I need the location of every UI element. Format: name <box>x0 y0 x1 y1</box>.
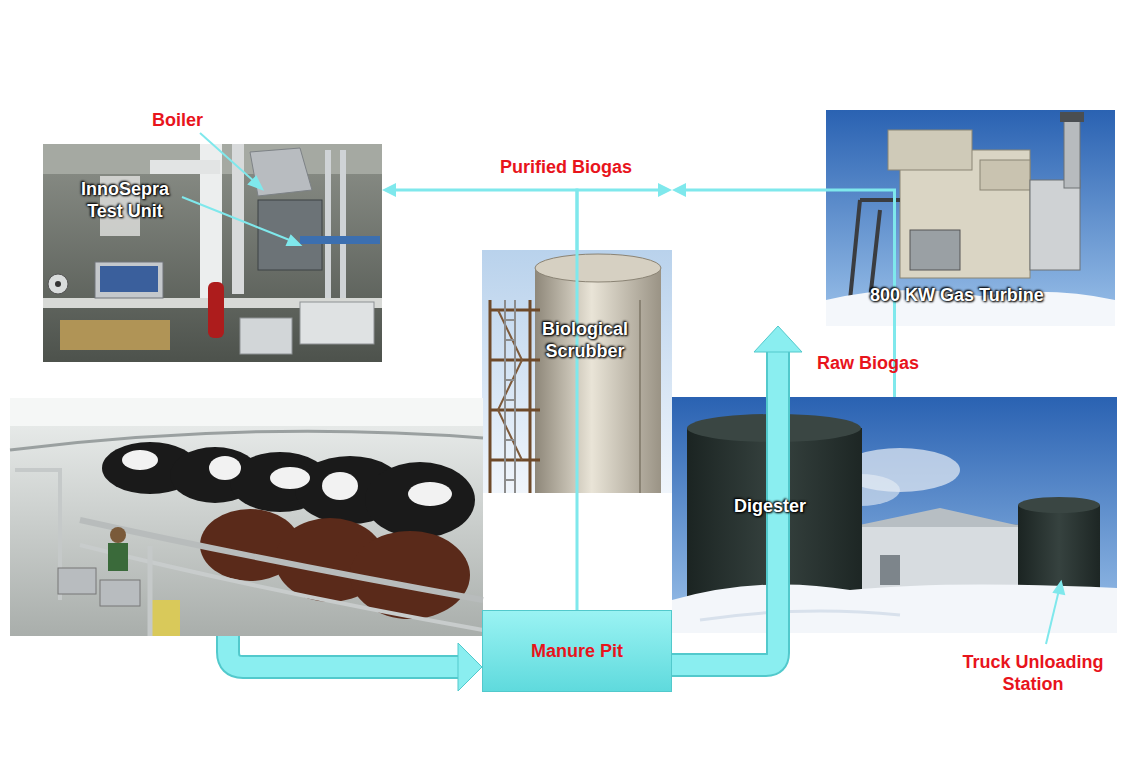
leader-line-part <box>1046 590 1059 644</box>
leader-line-part <box>182 197 292 241</box>
milking-parlor-photo-part-part <box>350 531 470 619</box>
turbine-photo-part <box>888 130 972 170</box>
scrubber-photo-part <box>535 254 661 282</box>
milking-parlor-photo-part <box>58 568 96 594</box>
flow-connector-part <box>754 326 802 352</box>
edge-label: Purified Biogas <box>500 156 632 178</box>
scrubber-photo-part <box>490 300 530 493</box>
milking-parlor-photo-part <box>110 527 126 543</box>
flow-arrow-part <box>228 636 462 667</box>
lab-photo-part <box>300 236 380 244</box>
lab-photo-part <box>55 281 61 287</box>
milking-parlor-photo <box>10 398 483 636</box>
leader-line-part <box>200 133 256 183</box>
photo-label: Biological Scrubber <box>510 318 660 362</box>
digester-photo-part <box>700 611 900 620</box>
leader-line-part <box>287 236 300 245</box>
lab-photo-part <box>300 302 374 344</box>
flow-connector <box>672 326 802 665</box>
leader-line-part <box>1054 582 1064 594</box>
flow-arrow-part <box>228 636 462 667</box>
lab-photo-part <box>60 320 170 350</box>
milking-parlor-photo-part <box>100 580 140 606</box>
leader-line-part <box>249 177 262 189</box>
flow-connector-part <box>672 183 686 197</box>
digester-photo-part <box>672 397 1117 633</box>
milking-parlor-photo-part <box>122 450 452 506</box>
milking-parlor-photo-part-part <box>322 472 358 500</box>
milking-parlor-photo-part-part <box>408 482 452 506</box>
milking-parlor-photo-part <box>10 431 483 450</box>
turbine-photo-part <box>1030 180 1080 270</box>
scrubber-photo-part <box>535 268 661 493</box>
lab-photo-part <box>240 318 292 354</box>
milking-parlor-photo-part <box>108 543 128 571</box>
lab-photo-part <box>250 148 312 196</box>
turbine-photo-part <box>1060 112 1084 122</box>
flow-connector <box>382 183 577 250</box>
digester-photo-part <box>1018 497 1100 513</box>
photo-label: 800 KW Gas Turbine <box>870 284 1100 306</box>
flow-arrow <box>228 636 482 691</box>
milking-parlor-photo-part <box>80 545 483 630</box>
photo-label: Digester <box>734 495 854 517</box>
digester-photo <box>672 397 1117 633</box>
flow-connector-part <box>658 183 672 197</box>
lab-photo-part <box>208 282 224 338</box>
flow-connector <box>577 183 672 610</box>
flow-arrow-part <box>458 643 482 691</box>
photo-label: InnoSepra Test Unit <box>65 178 185 222</box>
lab-photo-part <box>150 160 220 174</box>
lab-photo-part <box>43 144 382 362</box>
turbine-photo-part <box>980 160 1030 190</box>
callout-label: Boiler <box>152 109 232 131</box>
turbine-photo-part <box>826 110 1115 326</box>
turbine-photo-part <box>1064 118 1080 188</box>
manure-pit-box: Manure Pit <box>482 610 672 692</box>
digester-photo-panel: Digester <box>672 397 1117 633</box>
lab-photo <box>43 144 382 362</box>
flow-connector-part <box>577 190 660 610</box>
digester-photo-part <box>1018 505 1100 590</box>
scrubber-photo-panel: Biological Scrubber <box>482 250 672 493</box>
callout-label: Truck Unloading Station <box>947 651 1119 695</box>
lab-photo-part <box>340 150 346 300</box>
digester-photo-part <box>880 555 900 585</box>
milking-parlor-photo-part <box>10 398 483 426</box>
turbine-photo-part <box>910 230 960 270</box>
edge-label: Raw Biogas <box>817 352 919 374</box>
lab-photo-panel: InnoSepra Test Unit <box>43 144 382 362</box>
milking-parlor-photo-part-part <box>209 456 241 480</box>
milking-parlor-photo-part <box>148 546 153 636</box>
lab-photo-part <box>258 200 322 270</box>
scrubber-photo-part <box>498 310 522 460</box>
scrubber-photo-part <box>505 320 515 480</box>
milking-parlor-photo-part-part <box>270 467 310 489</box>
turbine-photo-panel: 800 KW Gas Turbine <box>826 110 1115 326</box>
box-label: Manure Pit <box>531 640 623 662</box>
flow-connector-part <box>382 183 396 197</box>
milking-parlor-photo-part <box>150 600 180 636</box>
leader-line <box>182 133 1064 644</box>
milking-parlor-photo-part <box>10 398 483 636</box>
lab-photo-part <box>95 262 163 298</box>
lab-photo-part <box>48 274 68 294</box>
scrubber-photo-part <box>639 300 641 493</box>
milking-parlor-photo-part-part <box>365 462 475 538</box>
milking-parlor-photo-part-part <box>122 450 158 470</box>
digester-photo-part <box>850 508 1025 527</box>
lab-photo-part <box>100 266 158 292</box>
lab-photo-part <box>325 150 331 300</box>
scrubber-photo-part <box>505 300 515 493</box>
milking-parlor-photo-part <box>15 470 60 600</box>
flow-connector-part <box>394 190 577 250</box>
turbine-photo <box>826 110 1115 326</box>
